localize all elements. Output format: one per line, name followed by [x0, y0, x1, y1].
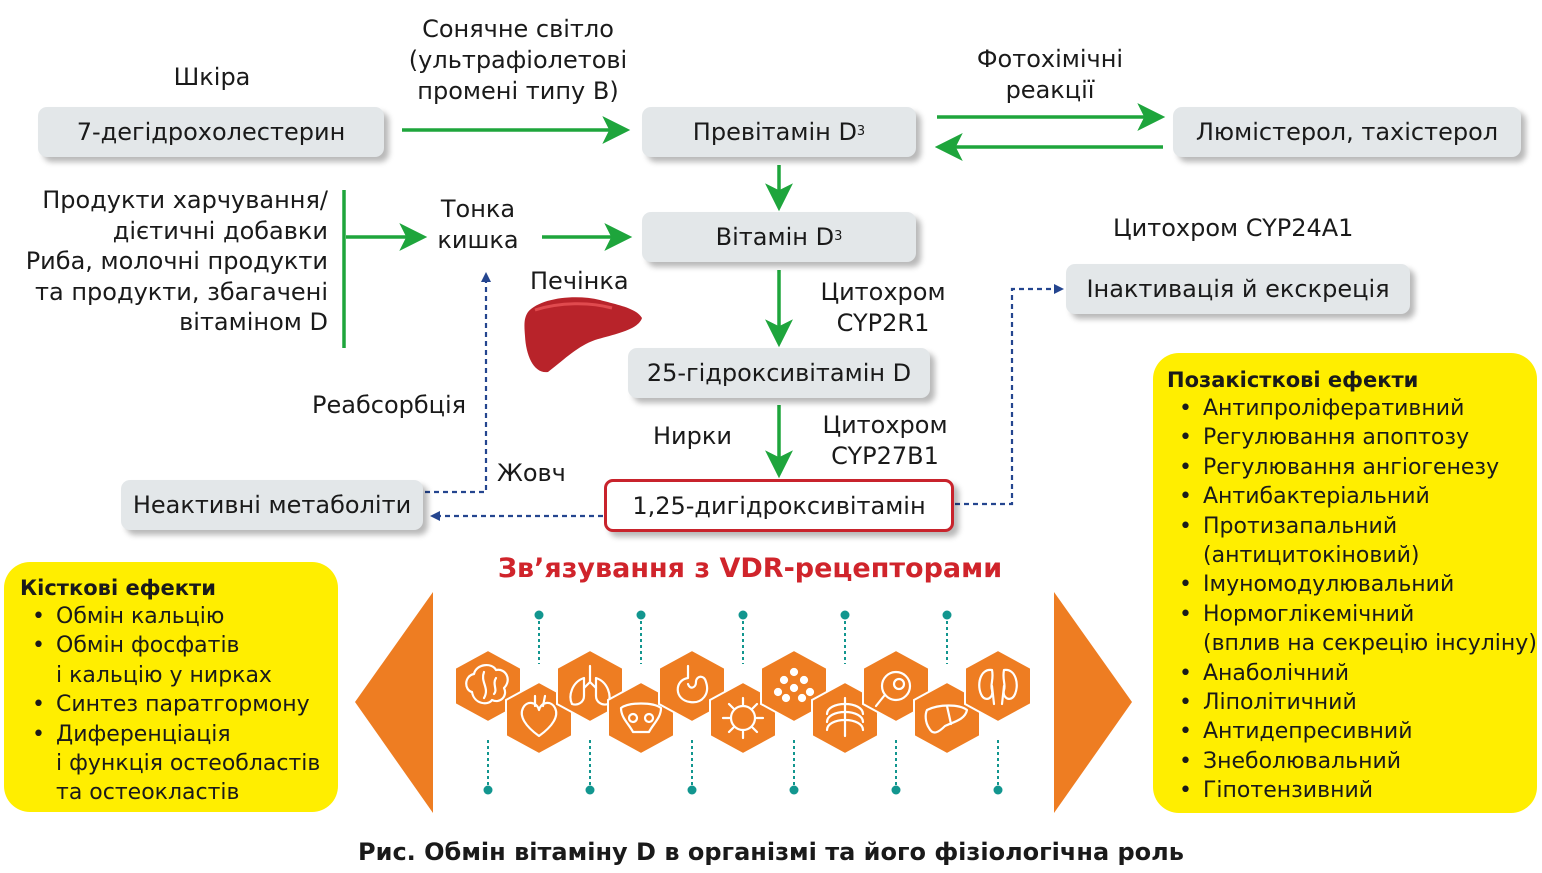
- eye-icon: [862, 648, 930, 724]
- extra-effects-panel: Позакісткові ефекти •Антипроліферативний…: [1153, 353, 1537, 813]
- figure-caption: Рис. Обмін вітаміну D в організмі та йог…: [358, 838, 1184, 866]
- hydroxyvitamin-25-box: 25-гідроксивітамін D: [628, 348, 930, 398]
- skin-label: Шкіра: [173, 63, 251, 91]
- inactivation-box: Інактивація й екскреція: [1066, 264, 1410, 314]
- liver-icon: [524, 297, 642, 373]
- ribcage-icon: [811, 680, 879, 756]
- extra-effects-item: •Анаболічний: [1179, 660, 1350, 686]
- extra-effects-item: •Нормоглікемічний: [1179, 601, 1415, 627]
- inactive-metabolites-box: Неактивні метаболіти: [121, 480, 423, 530]
- orange-triangle-left: [355, 592, 433, 813]
- bone-effects-item: •Обмін фосфатів: [32, 633, 240, 659]
- vdr-binding-title: Зв’язування з VDR-рецепторами: [497, 553, 1003, 584]
- extra-effects-item: •Протизапальний: [1179, 513, 1398, 539]
- bile-label: Жовч: [497, 459, 566, 487]
- extra-effects-item: (вплив на секрецію інсуліну): [1203, 631, 1537, 657]
- vdr-dots: [483, 610, 1003, 795]
- bone-effects-title: Кісткові ефекти: [20, 576, 216, 600]
- cyp24a1-label: Цитохром CYP24A1: [1113, 214, 1354, 242]
- brain-icon: [454, 648, 522, 724]
- extra-effects-title: Позакісткові ефекти: [1167, 368, 1419, 392]
- bone-effects-item: і кальцію у нирках: [56, 662, 272, 688]
- extra-effects-item: •Антипроліферативний: [1179, 396, 1465, 421]
- dashed-125-to-inactivation: [955, 284, 1064, 506]
- extra-effects-item: •Ліполітичний: [1179, 690, 1357, 716]
- extra-effects-item: •Гіпотензивний: [1179, 778, 1374, 804]
- reabsorption-label: Реабсорбція: [312, 391, 467, 419]
- dehydrocholesterol-box: 7-дегідрохолестерин: [38, 107, 384, 157]
- kidneys-label: Нирки: [653, 422, 732, 450]
- extra-effects-item: (антицитокіновий): [1203, 543, 1420, 569]
- liver-label: Печінка: [530, 267, 629, 295]
- extra-effects-item: •Антидепресивний: [1179, 719, 1413, 745]
- bone-effects-panel: Кісткові ефекти •Обмін кальцію •Обмін фос…: [4, 562, 338, 812]
- bone-effects-item: і функція остеобластів: [56, 751, 321, 777]
- extra-effects-item: •Знеболювальний: [1179, 748, 1402, 774]
- bone-effects-item: та остеокластів: [56, 780, 240, 806]
- lumisterol-box: Люмістерол, тахістерол: [1173, 107, 1521, 157]
- dashed-reabsorption: [425, 272, 491, 494]
- extra-effects-item: •Антибактеріальний: [1179, 484, 1430, 510]
- kidneys-icon: [964, 648, 1032, 724]
- extra-effects-list: •Антипроліферативний •Регулювання апоптоз…: [1167, 394, 1537, 806]
- extra-effects-item: •Імуномодулювальний: [1179, 572, 1455, 598]
- bone-effects-list: •Обмін кальцію •Обмін фосфатів і кальцію у…: [20, 602, 338, 808]
- stomach-icon: [658, 648, 726, 724]
- bone-effects-item: •Обмін кальцію: [32, 604, 225, 629]
- cells-icon: [760, 648, 828, 724]
- bone-effects-item: •Диференціація: [32, 721, 231, 747]
- dihydroxyvitamin-125-box: 1,25-дигідроксивітамін: [604, 479, 954, 532]
- bone-effects-item: •Синтез паратгормону: [32, 692, 310, 718]
- extra-effects-item: •Регулювання апоптозу: [1179, 425, 1470, 451]
- orange-triangle-right: [1054, 592, 1132, 813]
- extra-effects-item: •Регулювання ангіогенезу: [1179, 454, 1500, 480]
